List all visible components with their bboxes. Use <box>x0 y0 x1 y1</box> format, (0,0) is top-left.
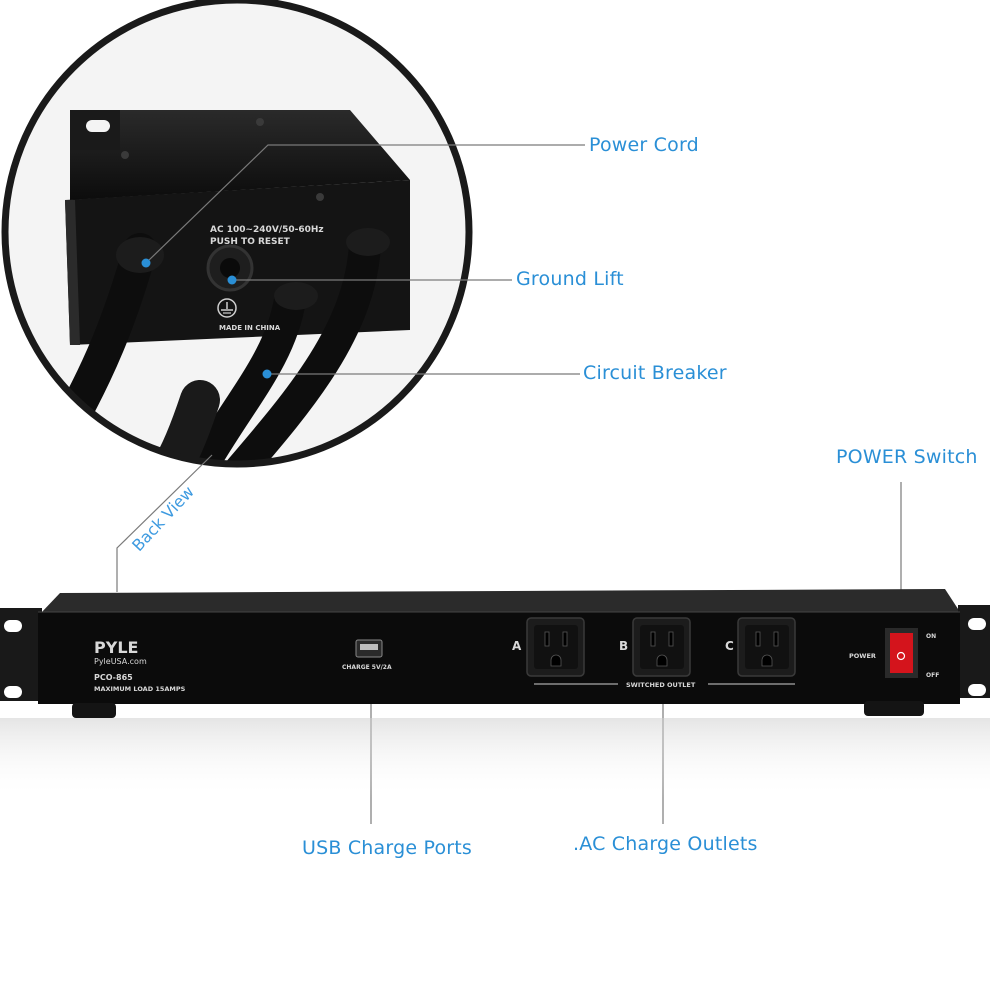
circuit-breaker-callout: Circuit Breaker <box>583 362 727 384</box>
usb-charge-label: CHARGE 5V/2A <box>342 664 392 671</box>
back-reset-text: PUSH TO RESET <box>210 237 291 247</box>
switch-off-label: OFF <box>926 672 939 679</box>
switched-outlet-label: SWITCHED OUTLET <box>626 681 696 689</box>
power-cord-callout: Power Cord <box>589 134 699 156</box>
brand-logo: PYLE <box>94 638 138 657</box>
back-origin-text: MADE IN CHINA <box>219 324 281 332</box>
outlet-a <box>526 617 585 677</box>
outlet-b-label: B <box>619 639 628 653</box>
ac-charge-outlets-callout: .AC Charge Outlets <box>573 833 758 855</box>
outlet-c <box>737 617 796 677</box>
back-view-circle <box>1 0 473 468</box>
power-switch-callout: POWER Switch <box>836 446 978 468</box>
usb-charge-ports-callout: USB Charge Ports <box>302 837 473 859</box>
back-rating-text: AC 100~240V/50-60Hz <box>210 225 324 235</box>
website-text: PyleUSA.com <box>94 657 147 666</box>
switch-on-label: ON <box>926 633 936 640</box>
max-load-text: MAXIMUM LOAD 15AMPS <box>94 685 186 693</box>
model-text: PCO-865 <box>94 673 133 682</box>
outlet-a-label: A <box>512 639 522 653</box>
floor-reflection <box>0 718 990 798</box>
power-conditioner-front <box>0 589 990 718</box>
ground-lift-callout: Ground Lift <box>516 268 624 290</box>
outlet-b <box>632 617 691 677</box>
power-label: POWER <box>849 652 876 660</box>
outlet-c-label: C <box>725 639 734 653</box>
